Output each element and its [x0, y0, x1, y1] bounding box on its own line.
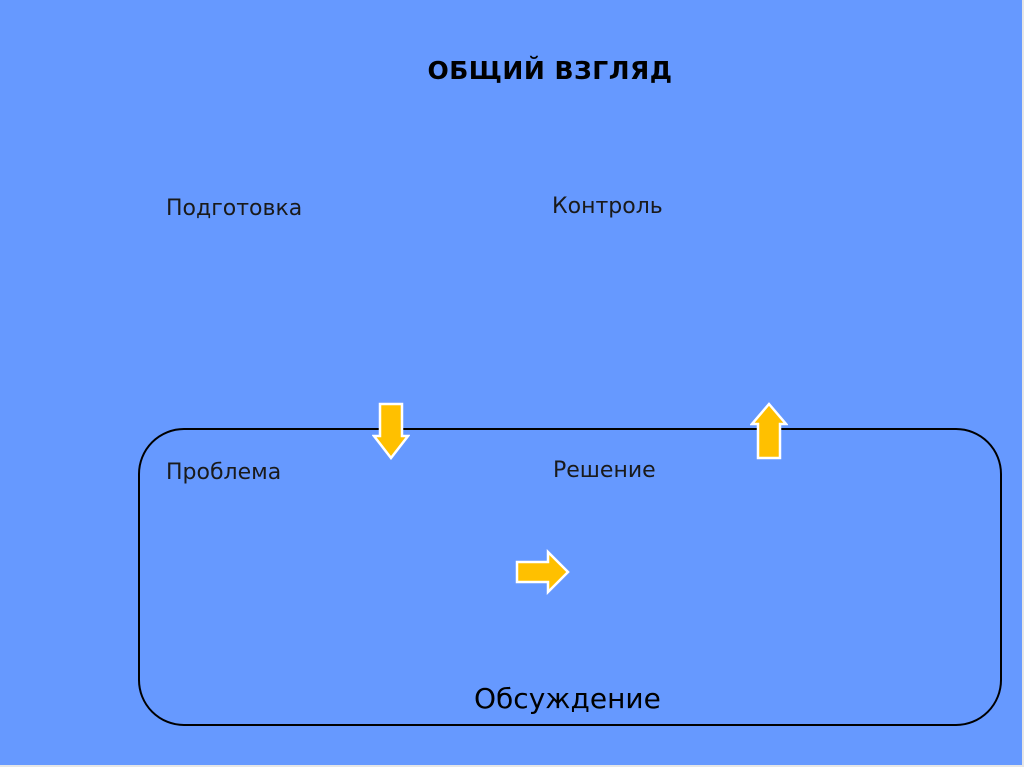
- node-problem: Проблема: [166, 460, 282, 485]
- slide-title: ОБЩИЙ ВЗГЛЯД: [427, 56, 673, 85]
- arrow-down-icon: [372, 402, 410, 460]
- node-preparation: Подготовка: [166, 196, 303, 221]
- arrow-right-icon: [515, 549, 570, 595]
- node-control: Контроль: [552, 194, 663, 219]
- discussion-frame: [138, 428, 1002, 726]
- node-discussion: Обсуждение: [474, 682, 661, 715]
- node-solution: Решение: [553, 458, 656, 483]
- arrow-up-icon: [750, 402, 788, 460]
